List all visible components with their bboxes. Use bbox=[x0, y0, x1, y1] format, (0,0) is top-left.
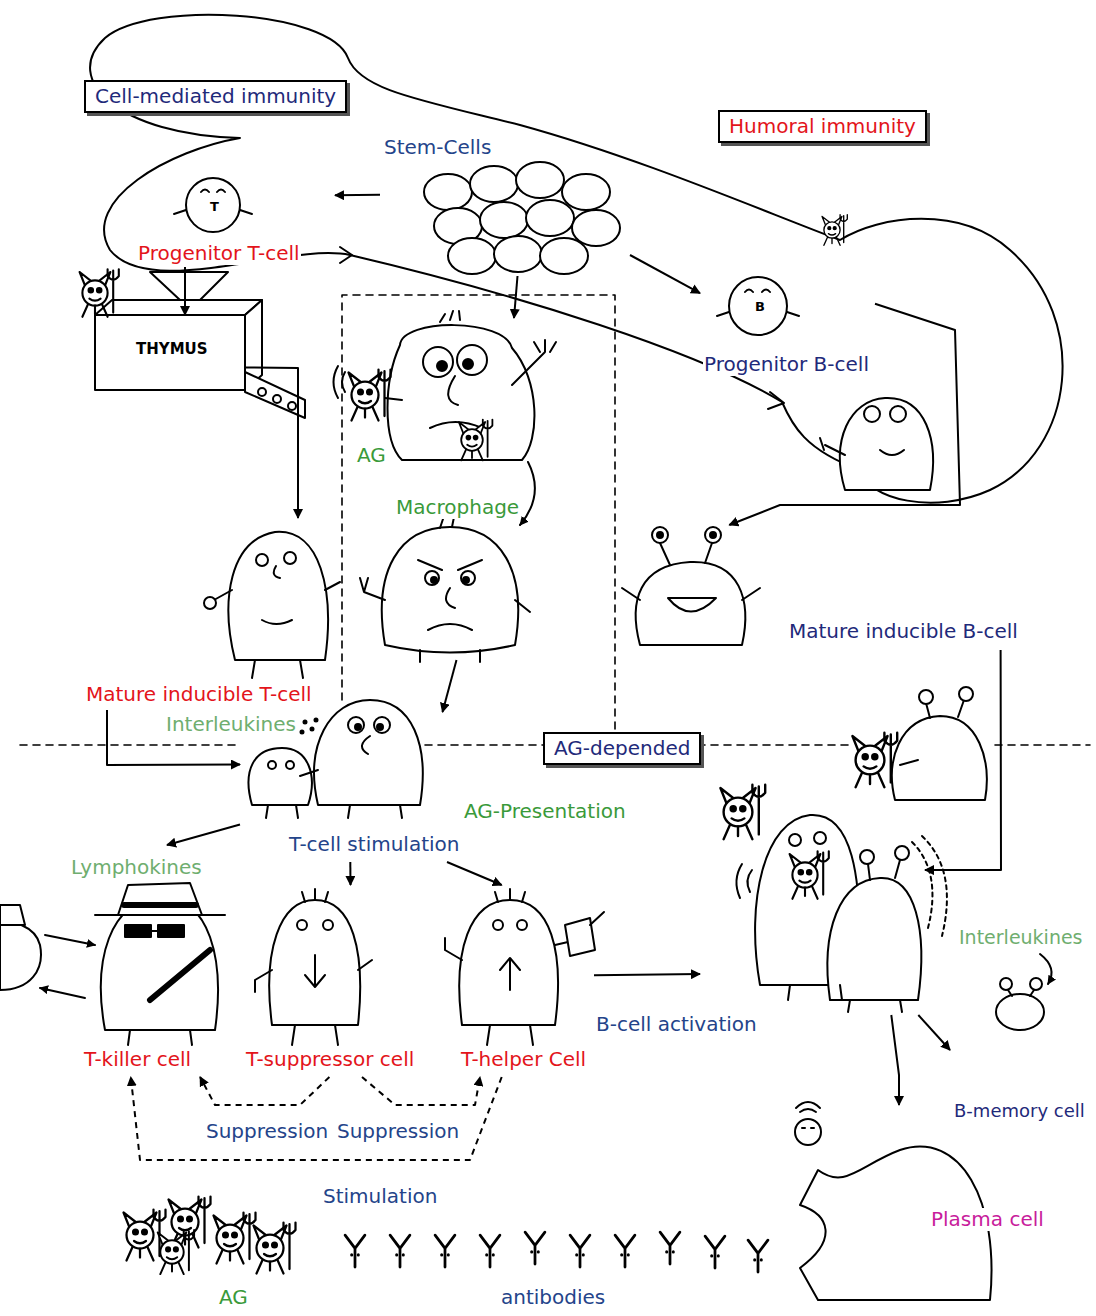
connector bbox=[184, 267, 186, 315]
edge-label: Suppression bbox=[205, 1120, 329, 1143]
cell-label: Mature inducible T-cell bbox=[85, 683, 313, 706]
cell-label: Plasma cell bbox=[930, 1208, 1045, 1231]
connector bbox=[594, 974, 700, 975]
connector bbox=[200, 1077, 329, 1105]
cell-label: Progenitor T-cell bbox=[137, 242, 301, 265]
cell-figure: T Progenitor T-cell bbox=[135, 160, 335, 267]
cell-label: THYMUS bbox=[135, 341, 209, 358]
annotation-label: Interleukines bbox=[958, 927, 1084, 949]
connector bbox=[925, 650, 1001, 870]
cell-figure: T-suppressor cell bbox=[243, 885, 435, 1077]
cell-label: T-suppressor cell bbox=[245, 1048, 415, 1071]
cell-letter: B bbox=[754, 300, 766, 315]
connector bbox=[131, 1077, 502, 1160]
cell-label: Macrophage bbox=[395, 496, 520, 519]
connector bbox=[349, 862, 351, 885]
connector bbox=[918, 1015, 950, 1050]
cell-figure: B-memory cell bbox=[950, 970, 1090, 1130]
annotation-label: Lymphokines bbox=[70, 856, 203, 879]
sign-box: AG-depended bbox=[543, 732, 701, 765]
connector bbox=[245, 368, 298, 519]
cell-label: T-cell stimulation bbox=[288, 833, 460, 856]
cell-figure: B Progenitor B-cell bbox=[700, 272, 875, 378]
cell-figure: Plasma cell bbox=[770, 1105, 1070, 1295]
sign-box: Humoral immunity bbox=[718, 110, 927, 143]
cell-label: T-killer cell bbox=[83, 1048, 192, 1071]
annotation-label: AG bbox=[218, 1286, 249, 1309]
annotation-label: AG-Presentation bbox=[463, 800, 627, 823]
sign-text: Humoral immunity bbox=[729, 115, 916, 138]
connector bbox=[514, 276, 518, 318]
connector bbox=[443, 660, 457, 712]
cell-figure: Stem-Cells bbox=[380, 136, 630, 276]
cell-letter: T bbox=[209, 200, 220, 215]
connector bbox=[630, 255, 700, 293]
edge-label: Stimulation bbox=[322, 1185, 438, 1208]
connector bbox=[335, 194, 380, 197]
connector bbox=[447, 862, 502, 885]
annotation-label: Interleukines bbox=[165, 713, 297, 736]
annotation-label: antibodies bbox=[500, 1286, 606, 1309]
cell-figure: Mature inducible B-cell bbox=[628, 525, 1033, 650]
cell-label: T-helper Cell bbox=[460, 1048, 587, 1071]
cell-figure: Mature inducible T-cell bbox=[82, 518, 332, 710]
connector bbox=[729, 304, 960, 525]
sign-text: Cell-mediated immunity bbox=[95, 85, 336, 108]
cell-label: Stem-Cells bbox=[383, 136, 492, 159]
connector bbox=[362, 1077, 480, 1105]
cell-figure: THYMUS bbox=[95, 315, 245, 390]
cell-figure: T-helper Cell bbox=[452, 885, 594, 1077]
connector bbox=[167, 825, 240, 846]
connector bbox=[891, 1015, 899, 1105]
cell-figure: B-cell activation bbox=[700, 800, 925, 1015]
sign-box: Cell-mediated immunity bbox=[84, 80, 347, 113]
cell-label: B-cell activation bbox=[595, 1013, 758, 1036]
sign-text: AG-depended bbox=[554, 737, 690, 760]
edge-label: Suppression bbox=[336, 1120, 460, 1143]
cell-label: Progenitor B-cell bbox=[703, 353, 870, 376]
cell-label: B-memory cell bbox=[953, 1101, 1086, 1122]
annotation-label: AG bbox=[356, 444, 387, 467]
cell-label: Mature inducible B-cell bbox=[788, 620, 1019, 643]
cell-figure: Macrophage bbox=[330, 318, 560, 660]
cell-figure: T-killer cell bbox=[80, 845, 225, 1077]
